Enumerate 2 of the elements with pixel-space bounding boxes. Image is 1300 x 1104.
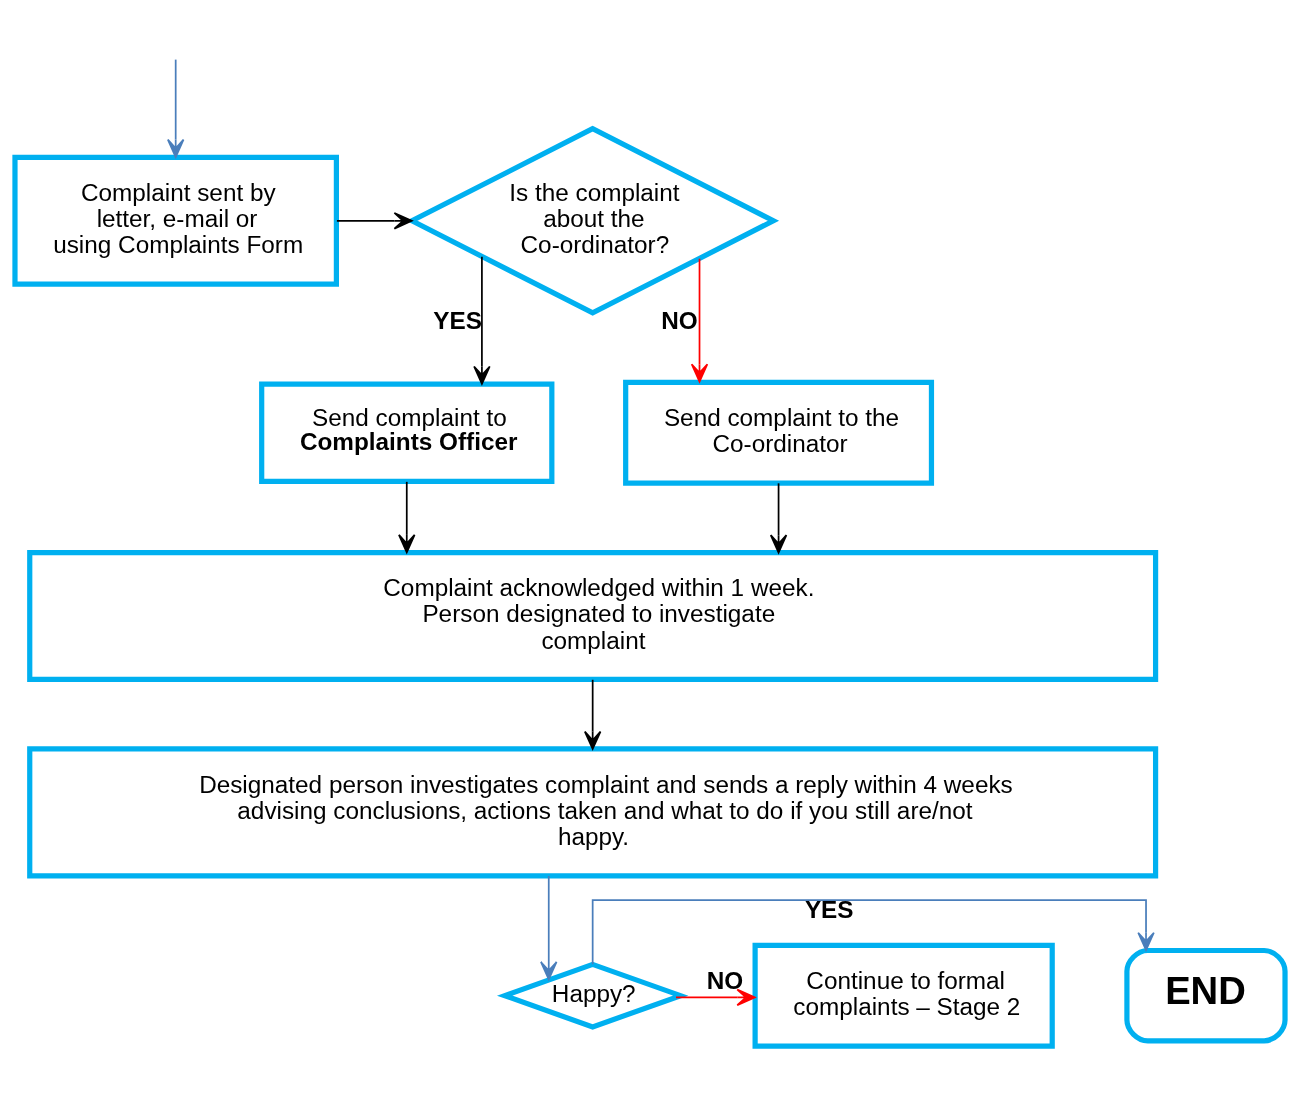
edge-label: NO — [706, 967, 744, 995]
edge-label: YES — [804, 895, 854, 923]
